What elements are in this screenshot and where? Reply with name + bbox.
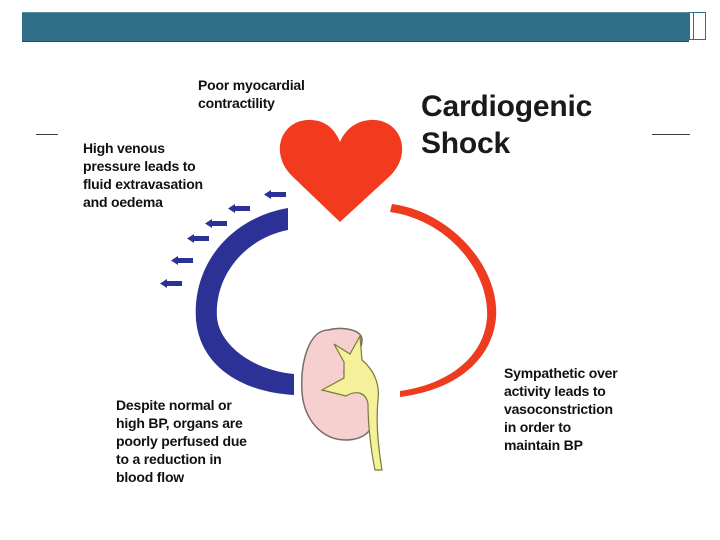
divider-left — [36, 134, 58, 135]
header-bar-end — [689, 12, 706, 40]
diagram-title: Cardiogenic Shock — [421, 90, 593, 160]
fluid-leak-arrow-icon — [160, 279, 182, 288]
fluid-leak-arrow-icon — [205, 219, 227, 228]
fluid-leak-arrow-icon — [264, 190, 286, 199]
fluid-leak-arrow-icon — [171, 256, 193, 265]
ureter-icon — [320, 333, 383, 471]
divider-right — [652, 134, 690, 135]
venous-arc — [195, 208, 294, 395]
label-poor-contractility: Poor myocardial contractility — [198, 77, 305, 111]
header-bar — [22, 12, 689, 42]
arterial-arc — [390, 204, 497, 397]
fluid-leak-arrow-icon — [228, 204, 250, 213]
label-venous-pressure: High venous pressure leads to fluid extr… — [83, 140, 203, 210]
fluid-leak-arrows — [160, 190, 286, 288]
fluid-leak-arrow-icon — [187, 234, 209, 243]
label-organ-perfusion: Despite normal or high BP, organs are po… — [116, 397, 247, 485]
label-sympathetic: Sympathetic over activity leads to vasoc… — [504, 365, 618, 453]
heart-icon — [279, 119, 403, 222]
